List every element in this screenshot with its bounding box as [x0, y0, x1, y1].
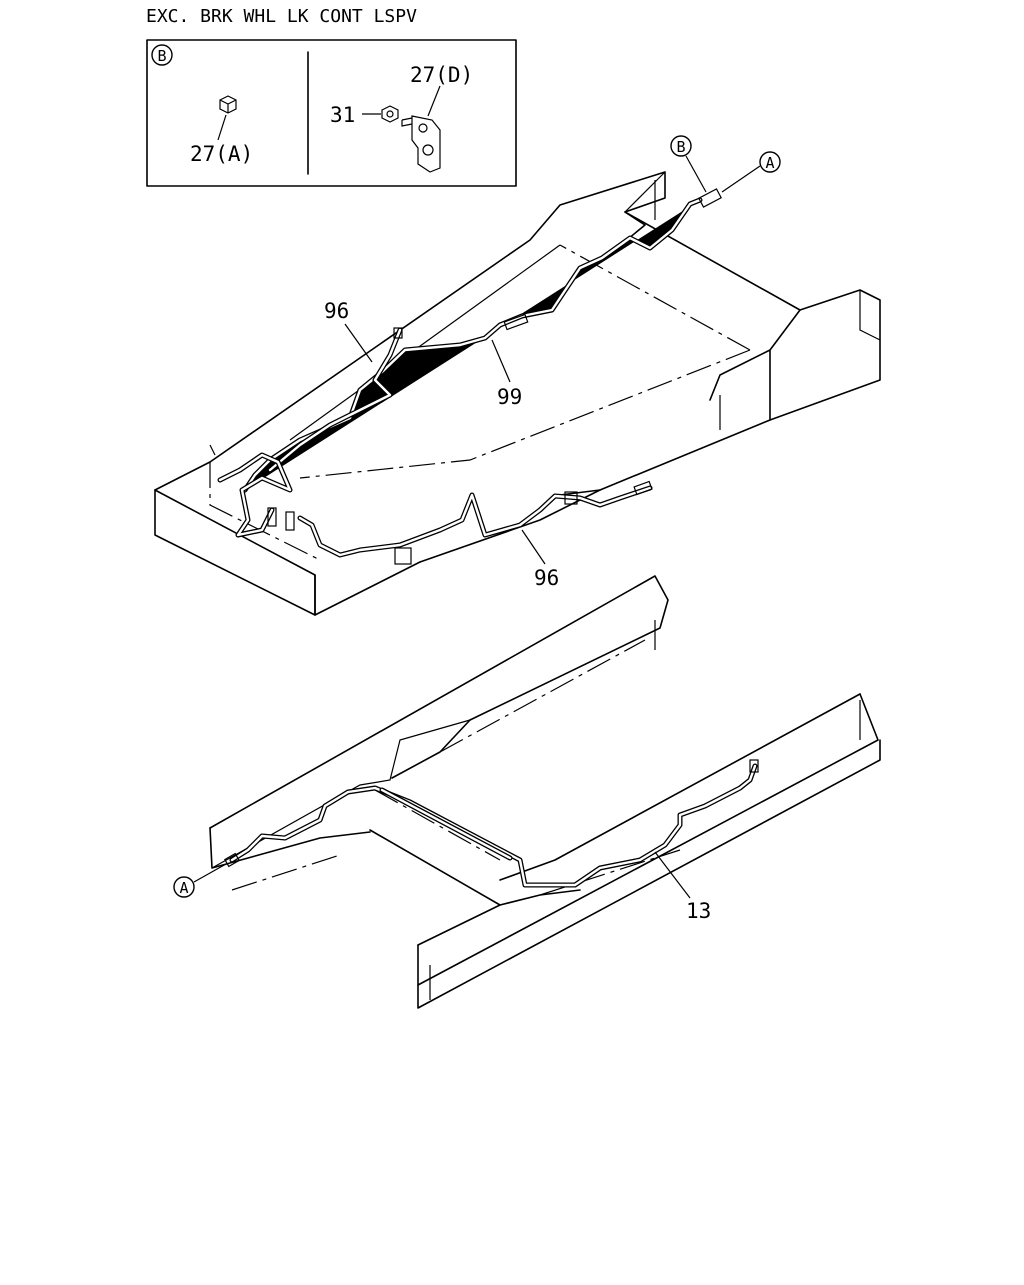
lower-marker-a: A — [173, 863, 227, 898]
upper-marker-b-letter: B — [676, 138, 685, 156]
frame-right-crossmember — [624, 211, 881, 421]
lower-brake-pipe-13 — [223, 759, 759, 888]
upper-marker-b: B — [670, 135, 707, 193]
pipe-96-lower — [297, 485, 653, 558]
inset-box: B 27(A) 27(D) 31 — [146, 39, 517, 187]
part-label-31: 31 — [330, 103, 355, 127]
frame-front-face — [154, 489, 316, 616]
leader-96-bottom — [521, 529, 546, 565]
part-label-96-bottom: 96 — [534, 566, 559, 590]
connector-b — [698, 188, 722, 208]
leader-96-top — [344, 323, 373, 363]
leader-13 — [654, 851, 691, 899]
nut-31-icon — [381, 105, 399, 123]
upper-marker-a-letter: A — [765, 154, 774, 172]
lower-marker-a-letter: A — [179, 879, 188, 897]
lower-frame-right-rail — [417, 693, 881, 1009]
inset-marker-letter: B — [157, 47, 166, 65]
leader-27a — [217, 114, 227, 141]
leader-99 — [491, 339, 511, 383]
lower-chassis-frame — [209, 575, 881, 1009]
clip-lower — [394, 547, 412, 565]
upper-marker-a: A — [721, 151, 781, 193]
diagram-title: EXC. BRK WHL LK CONT LSPV — [146, 6, 417, 27]
inset-marker: B — [151, 44, 173, 66]
part-label-13: 13 — [686, 899, 711, 923]
lower-frame-left-rail-top — [209, 575, 669, 829]
part-label-99: 99 — [497, 385, 522, 409]
leader-27d — [427, 85, 441, 117]
nut-27a-icon — [219, 95, 237, 114]
upper-chassis-frame — [154, 171, 881, 616]
part-label-27a: 27(A) — [190, 142, 253, 166]
part-label-96-top: 96 — [324, 299, 349, 323]
upper-brake-pipes — [217, 188, 722, 565]
connector-99 — [503, 313, 529, 331]
frame-left-rail — [209, 171, 666, 463]
bracket-27d-icon — [401, 115, 441, 173]
part-label-27d: 27(D) — [410, 63, 473, 87]
inset-frame — [146, 39, 517, 187]
